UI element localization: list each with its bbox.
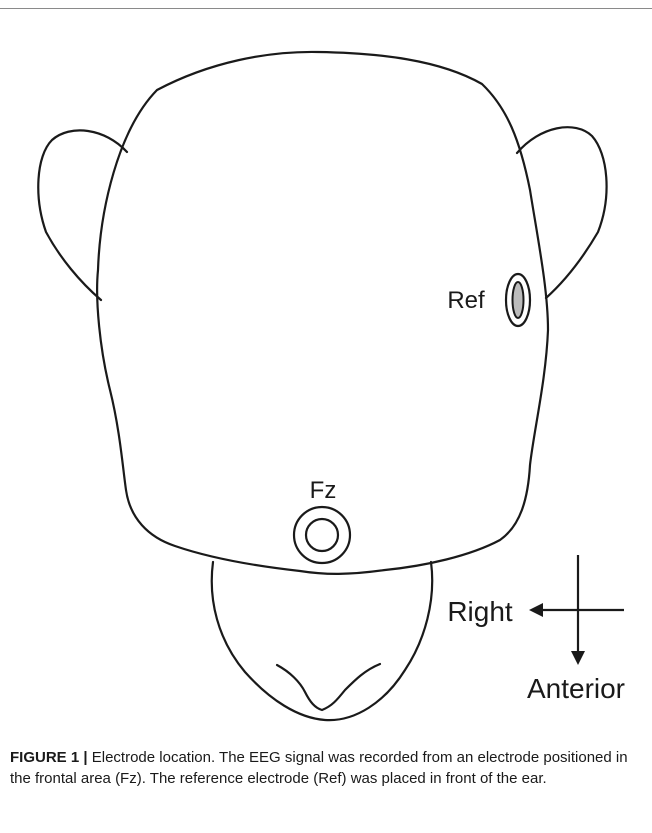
caption-separator: | <box>83 749 87 766</box>
ref-electrode-ring <box>513 282 524 318</box>
right-ear <box>517 127 607 298</box>
orientation-indicator <box>529 555 624 665</box>
anterior-arrowhead <box>571 651 585 665</box>
snout-outline <box>212 562 432 720</box>
figure-label: FIGURE 1 <box>10 749 79 766</box>
head-diagram: Ref Fz Right Anterior <box>0 0 652 725</box>
caption-text: Electrode location. The EEG signal was r… <box>10 749 628 787</box>
anterior-label: Anterior <box>527 673 625 704</box>
left-ear <box>38 130 127 300</box>
mouth-line <box>277 664 380 710</box>
fz-label: Fz <box>310 477 337 504</box>
fz-electrode-ring <box>306 519 338 551</box>
right-arrowhead <box>529 603 543 617</box>
right-label: Right <box>447 596 513 627</box>
figure-caption: FIGURE 1 | Electrode location. The EEG s… <box>10 747 646 789</box>
ref-label: Ref <box>447 287 485 314</box>
